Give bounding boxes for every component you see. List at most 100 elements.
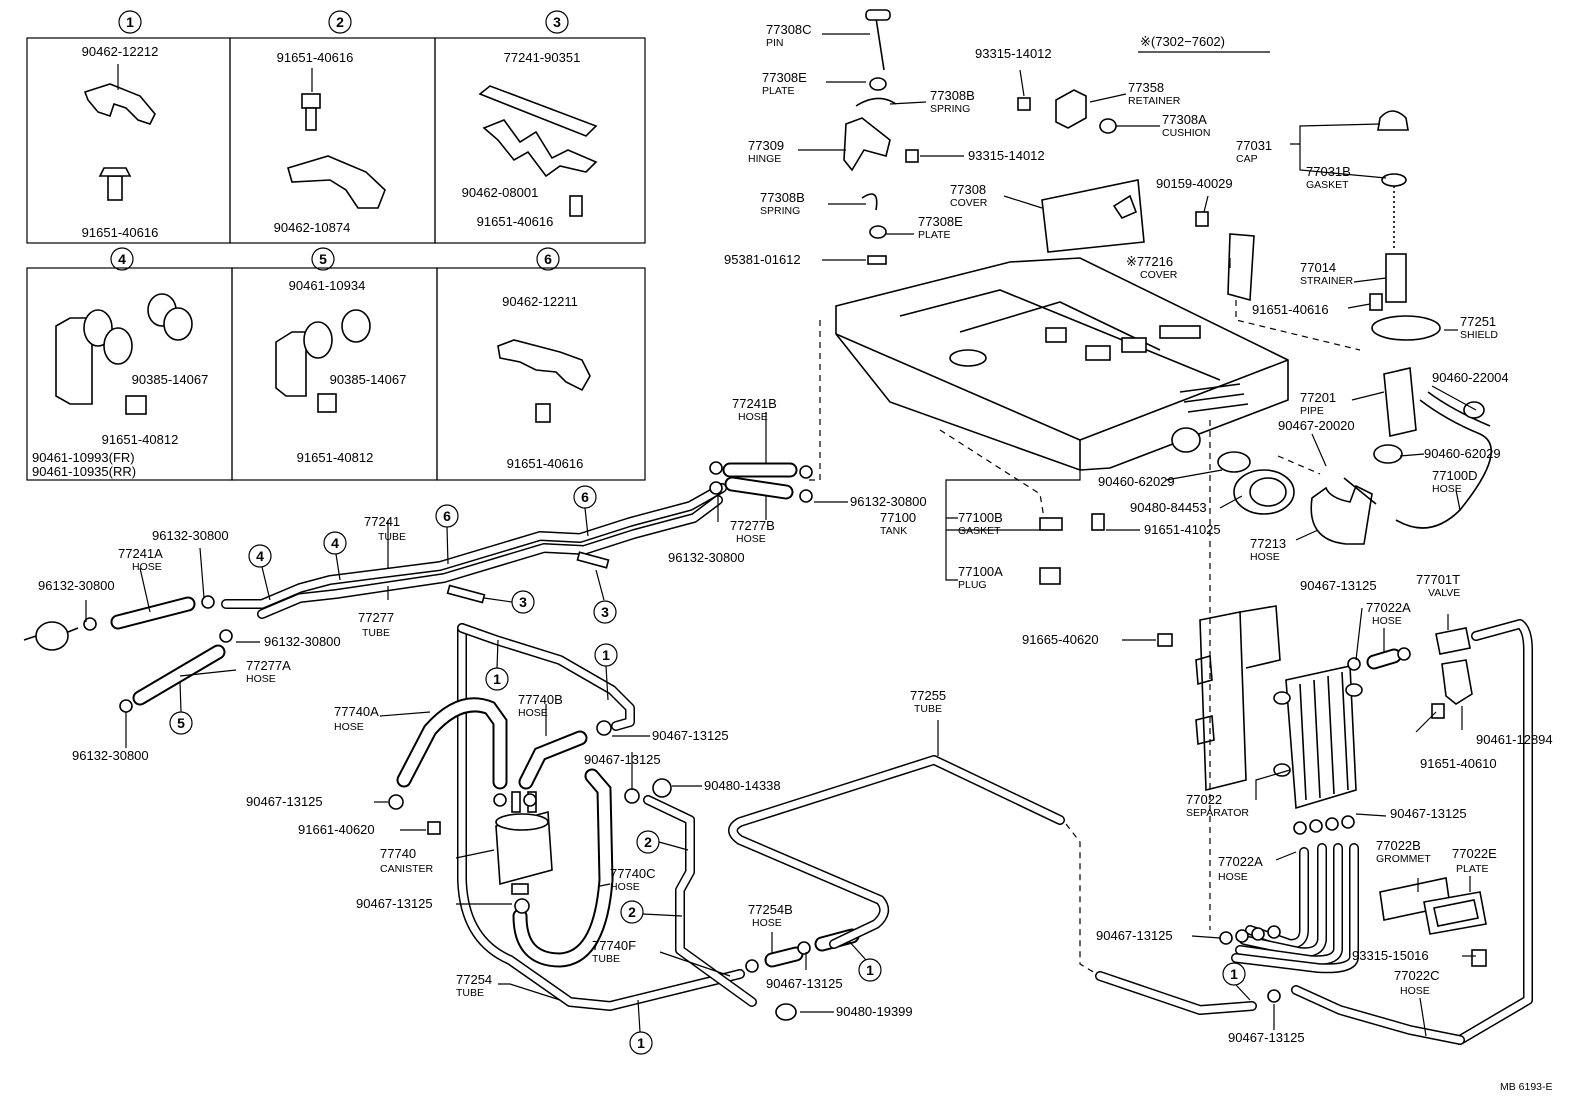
part-number: 91651-40616 [277, 50, 354, 65]
callout-number: 4 [331, 535, 339, 551]
callout-number: 6 [443, 508, 451, 524]
part-number: 77022A [1366, 600, 1411, 615]
part-number: 77022C [1394, 968, 1440, 983]
callout-number: 6 [581, 489, 589, 505]
inset-box-4: 4 90385-14067 91651-40812 90461-10993(FR… [26, 247, 233, 481]
inset-box-3: 3 77241-90351 90462-08001 91651-40616 [434, 10, 646, 244]
part-number: 90462-10874 [274, 220, 351, 235]
part-number: 77201 [1300, 390, 1336, 405]
part-number: 91651-41025 [1144, 522, 1221, 537]
part-number: 77241B [732, 396, 777, 411]
callout-number: 1 [602, 647, 610, 663]
part-number: 91651-40812 [102, 432, 179, 447]
part-number: 77740 [380, 846, 416, 861]
part-name: CANISTER [380, 863, 434, 875]
part-number: 77254 [456, 972, 492, 987]
tube-77255 [728, 755, 1257, 1015]
part-number: 90480-14338 [704, 778, 781, 793]
part-number: 90385-14067 [330, 372, 407, 387]
inset-box-1: 1 90462-12212 91651-40616 [26, 10, 231, 244]
part-number: 77241-90351 [504, 50, 581, 65]
callout-number: 5 [319, 251, 327, 267]
callout-number: 5 [177, 715, 185, 731]
part-number: 77022 [1186, 792, 1222, 807]
part-number: 77358 [1128, 80, 1164, 95]
part-number: 90460-22004 [1432, 370, 1509, 385]
inset-box-2: 2 91651-40616 90462-10874 [229, 10, 436, 244]
callout-number: 1 [126, 14, 134, 30]
guide-lines [806, 300, 1361, 930]
part-number: 90467-13125 [1228, 1030, 1305, 1045]
part-number: 77308B [760, 190, 805, 205]
callout-number: 4 [118, 251, 126, 267]
part-number: 77277A [246, 658, 291, 673]
part-name: TUBE [456, 987, 484, 999]
part-number: 91651-40616 [1252, 302, 1329, 317]
part-number: 77022A [1218, 854, 1263, 869]
callout-number: 4 [256, 548, 264, 564]
part-name: COVER [1140, 269, 1178, 281]
part-name: HOSE [1432, 483, 1462, 495]
part-number: ※77216 [1126, 254, 1173, 269]
callout-number: 6 [544, 251, 552, 267]
part-number: 90467-13125 [356, 896, 433, 911]
callout-number: 1 [1230, 966, 1238, 982]
part-number: 77740C [610, 866, 656, 881]
part-number: 90467-13125 [246, 794, 323, 809]
part-number: 77022E [1452, 846, 1497, 861]
part-name: SEPARATOR [1186, 807, 1249, 819]
part-name: PIN [766, 37, 784, 49]
part-number: 77740A [334, 704, 379, 719]
part-number: 77251 [1460, 314, 1496, 329]
part-number: 91651-40616 [507, 456, 584, 471]
callout-number: 1 [866, 962, 874, 978]
part-number: 77309 [748, 138, 784, 153]
part-name: SHIELD [1460, 329, 1498, 341]
part-name: HINGE [748, 153, 781, 165]
part-name: HOSE [246, 673, 276, 685]
part-number: 77308E [918, 214, 963, 229]
part-name: HOSE [610, 881, 640, 893]
part-name: PLATE [762, 85, 794, 97]
part-name: HOSE [1250, 551, 1280, 563]
callout-number: 3 [519, 594, 527, 610]
part-number: 77100 [880, 510, 916, 525]
part-number: 90462-08001 [462, 185, 539, 200]
part-name: HOSE [518, 707, 548, 719]
part-number: 90480-84453 [1130, 500, 1207, 515]
part-number: 91661-40620 [298, 822, 375, 837]
filler-cover-drawing [843, 9, 1145, 265]
part-number: 91665-40620 [1022, 632, 1099, 647]
part-name: TUBE [592, 953, 620, 965]
part-name: RETAINER [1128, 95, 1181, 107]
part-number: 77241A [118, 546, 163, 561]
part-number: 77014 [1300, 260, 1336, 275]
part-number: 90461-10935(RR) [32, 464, 136, 479]
part-number: 77308E [762, 70, 807, 85]
part-number: 77100A [958, 564, 1003, 579]
leader-lines [85, 33, 1477, 1037]
part-number: 77701T [1416, 572, 1460, 587]
callout-number: 1 [637, 1035, 645, 1051]
part-name: TUBE [362, 627, 390, 639]
part-number: 91651-40616 [477, 214, 554, 229]
part-number: 77254B [748, 902, 793, 917]
part-number: 91651-40610 [1420, 756, 1497, 771]
part-number: 90467-13125 [584, 752, 661, 767]
part-name: HOSE [736, 533, 766, 545]
part-number: 90460-62029 [1424, 446, 1501, 461]
part-name: SPRING [760, 205, 800, 217]
part-number: 77740F [592, 938, 636, 953]
part-number: 77308 [950, 182, 986, 197]
inset-box-5: 5 90461-10934 90385-14067 91651-40812 [231, 247, 438, 481]
part-number: 90461-10993(FR) [32, 450, 135, 465]
part-number: 93315-14012 [968, 148, 1045, 163]
part-number: 77277 [358, 610, 394, 625]
part-number: 96132-30800 [850, 494, 927, 509]
part-name: TANK [880, 525, 907, 537]
part-number: 77740B [518, 692, 563, 707]
part-number: 77308A [1162, 112, 1207, 127]
part-number: 96132-30800 [152, 528, 229, 543]
part-number: 93315-14012 [975, 46, 1052, 61]
